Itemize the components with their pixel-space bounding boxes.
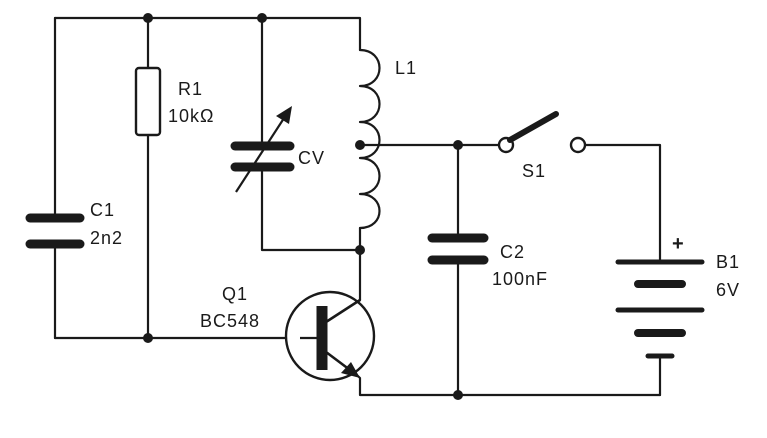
junction-dot [453, 390, 463, 400]
battery-b1 [615, 259, 705, 359]
junction-dot [143, 333, 153, 343]
capacitor-c2 [427, 233, 489, 265]
s1-ref-label: S1 [522, 161, 546, 181]
emitter-rail-wire [334, 353, 662, 397]
inductor-l1 [358, 48, 381, 230]
resistor-r1 [134, 66, 162, 137]
wires [53, 16, 662, 397]
c2-value-label: 100nF [492, 269, 548, 289]
battery-plus-sign: + [672, 233, 685, 255]
c1-value-label: 2n2 [90, 228, 123, 248]
switch-s1 [497, 111, 587, 154]
l1-ref-label: L1 [395, 58, 417, 78]
adjust-arrow-icon [276, 106, 292, 124]
switch-to-battery-wire [584, 143, 662, 264]
c2-ref-label: C2 [500, 242, 525, 262]
top-rail-wire [53, 16, 362, 52]
junction-dot [355, 245, 365, 255]
q1-ref-label: Q1 [222, 284, 248, 304]
c1-ref-label: C1 [90, 200, 115, 220]
variable-capacitor-cv [230, 106, 295, 193]
capacitor-c1 [25, 213, 85, 249]
emitter-arrow-icon [341, 362, 360, 378]
r1-ref-label: R1 [178, 79, 203, 99]
b1-ref-label: B1 [716, 252, 740, 272]
junction-dot [355, 140, 365, 150]
junction-dot [143, 13, 153, 23]
cv-ref-label: CV [298, 148, 325, 168]
b1-value-label: 6V [716, 280, 740, 300]
junctions [143, 13, 463, 400]
transistor-q1 [284, 290, 376, 382]
junction-dot [257, 13, 267, 23]
q1-value-label: BC548 [200, 311, 260, 331]
cv-bottom-wire [260, 165, 362, 252]
r1-value-label: 10kΩ [168, 106, 214, 126]
junction-dot [453, 140, 463, 150]
